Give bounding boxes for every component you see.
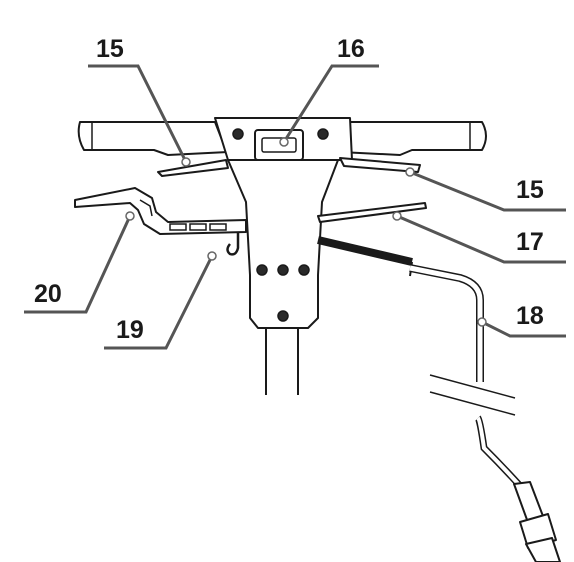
part-15-levers — [157, 157, 421, 177]
callout-20: 20 — [34, 280, 62, 308]
callout-17: 17 — [516, 228, 544, 256]
callout-19: 19 — [116, 316, 144, 344]
part-18-cable — [317, 236, 561, 562]
callout-leaders — [24, 64, 566, 350]
callout-15-left: 15 — [96, 35, 124, 63]
handlebar — [77, 121, 487, 156]
part-17-lever — [317, 202, 427, 223]
part-19-hook — [226, 232, 240, 256]
handle-tubes — [265, 325, 299, 395]
central-mount — [214, 117, 353, 329]
callout-18: 18 — [516, 302, 544, 330]
callout-16: 16 — [337, 35, 365, 63]
part-20-cord-retainer — [74, 187, 247, 235]
callout-15-right: 15 — [516, 176, 544, 204]
